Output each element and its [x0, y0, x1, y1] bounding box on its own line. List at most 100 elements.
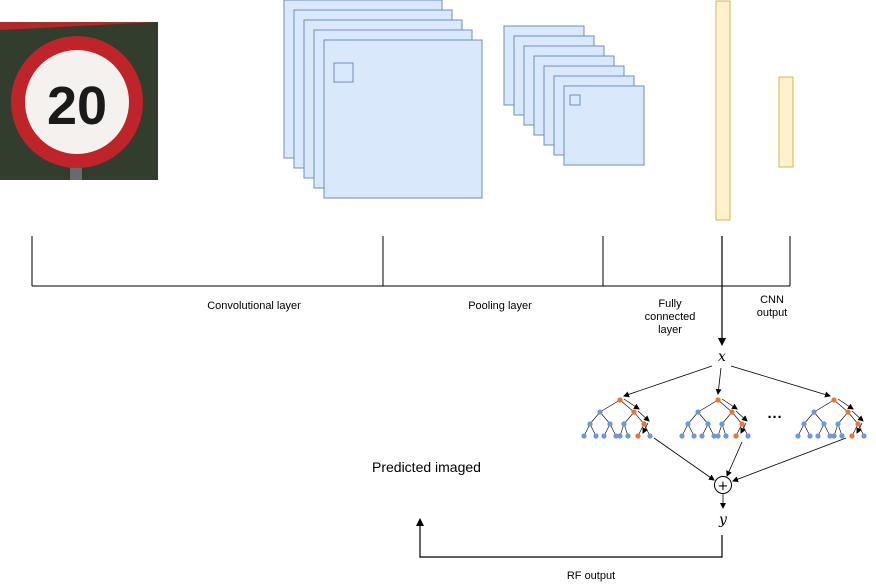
tree-edge	[721, 411, 733, 425]
tree-edge	[687, 411, 699, 425]
sign-number: 20	[47, 76, 107, 136]
tree-node	[821, 421, 827, 427]
convolutional-layer-label: Convolutional layer	[207, 300, 301, 312]
tree-node-active	[855, 421, 861, 427]
tree-node	[695, 409, 701, 415]
tree-edge	[813, 399, 835, 413]
tree-node	[601, 433, 607, 439]
rf-input-arrows	[623, 365, 831, 398]
tree-node	[587, 421, 593, 427]
tree-node	[597, 409, 603, 415]
tree-node	[625, 433, 631, 439]
tree-edge	[619, 399, 635, 413]
tree-node	[745, 433, 751, 439]
tree-node-active	[739, 421, 745, 427]
tree-edge	[717, 399, 733, 413]
fully-connected-bar	[715, 0, 731, 221]
tree-node	[621, 421, 627, 427]
tree-node	[815, 433, 821, 439]
aggregation-arrows	[653, 437, 847, 483]
tree-edge	[697, 399, 719, 413]
decision-tree	[679, 397, 751, 439]
decision-path-arrow	[642, 422, 649, 434]
pool-kernel	[569, 94, 581, 106]
tree-node	[593, 433, 599, 439]
tree-node-active	[831, 397, 837, 403]
cnn-output-label: CNN output	[740, 294, 804, 320]
tree-edge	[589, 411, 601, 425]
decision-tree	[795, 397, 867, 439]
tree-edge	[813, 411, 825, 425]
tree-edge	[633, 411, 645, 425]
layer-bracket	[31, 236, 791, 287]
tree-node-active	[733, 433, 739, 439]
tree-edge	[847, 411, 859, 425]
fully-connected-layer-label: Fully connected layer	[628, 298, 712, 337]
rf-output-arrow	[416, 518, 723, 558]
tree-node-active	[617, 397, 623, 403]
decision-path-arrow	[740, 422, 747, 434]
tree-node	[807, 433, 813, 439]
pool-map	[563, 85, 645, 166]
decision-path-arrow	[623, 398, 640, 410]
decision-tree	[581, 397, 653, 439]
tree-node	[795, 433, 801, 439]
tree-edge	[803, 411, 815, 425]
tree-node-active	[845, 409, 851, 415]
tree-node	[715, 433, 721, 439]
tree-edge	[599, 411, 611, 425]
decision-path-arrow	[851, 410, 864, 422]
tree-node	[827, 433, 833, 439]
tree-node	[811, 409, 817, 415]
tree-node	[679, 433, 685, 439]
tree-edge	[623, 411, 635, 425]
tree-node	[705, 421, 711, 427]
tree-edge	[837, 411, 849, 425]
fc-label-line-3: layer	[658, 324, 682, 336]
tree-edge	[731, 411, 743, 425]
tree-edge	[599, 399, 621, 413]
tree-node	[801, 421, 807, 427]
conv-map	[323, 39, 483, 199]
tree-node-active	[635, 433, 641, 439]
rf-input-x: x	[718, 349, 726, 365]
tree-node	[861, 433, 867, 439]
conv-kernel	[333, 62, 354, 83]
tree-node	[647, 433, 653, 439]
tree-node	[607, 421, 613, 427]
tree-node	[617, 433, 623, 439]
tree-edge	[833, 399, 849, 413]
traffic-sign-image: 20	[0, 22, 158, 180]
predicted-image-label: Predicted imaged	[372, 459, 481, 475]
convolution-feature-maps	[283, 0, 483, 199]
random-forest-trees	[581, 397, 867, 439]
tree-node	[685, 421, 691, 427]
cnn-output-line-1: CNN	[760, 294, 784, 306]
tree-node	[711, 433, 717, 439]
sum-node: +	[714, 476, 732, 494]
decision-path-arrow	[856, 422, 863, 434]
tree-node-active	[641, 421, 647, 427]
tree-node-active	[849, 433, 855, 439]
pooling-feature-maps	[503, 25, 645, 166]
rf-output-y: y	[719, 512, 727, 528]
tree-node-active	[631, 409, 637, 415]
tree-node	[691, 433, 697, 439]
tree-node	[835, 421, 841, 427]
cnn-output-line-2: output	[756, 307, 788, 319]
tree-node	[581, 433, 587, 439]
tree-node	[699, 433, 705, 439]
fc-label-line-2: connected	[644, 311, 696, 323]
decision-path-arrow	[721, 398, 738, 410]
fc-label-line-1: Fully	[658, 298, 682, 310]
pooling-layer-label: Pooling layer	[468, 300, 532, 312]
tree-ellipsis: ···	[767, 409, 783, 426]
tree-node	[831, 433, 837, 439]
decision-path-arrow	[637, 410, 650, 422]
tree-edge	[697, 411, 709, 425]
cnn-output-bar	[778, 76, 794, 168]
tree-node	[613, 433, 619, 439]
tree-node-active	[729, 409, 735, 415]
tree-node	[719, 421, 725, 427]
